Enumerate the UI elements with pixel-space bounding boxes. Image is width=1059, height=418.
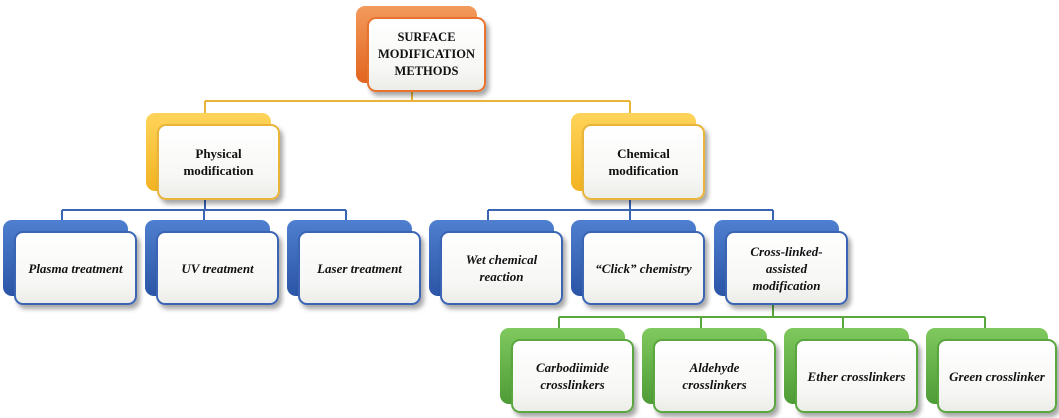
ether-crosslinkers-node: Ether crosslinkers <box>784 328 918 413</box>
green-node-card: Green crosslinker <box>937 339 1057 413</box>
plasma-treatment-node: Plasma treatment <box>3 220 137 305</box>
chemical-node-card: Chemical modification <box>582 124 705 200</box>
chemical-modification-node: Chemical modification <box>571 113 705 200</box>
green-node-label: Green crosslinker <box>949 368 1045 384</box>
uv-node-label: UV treatment <box>181 260 254 276</box>
carbodiimide-node-label: Carbodiimide crosslinkers <box>536 360 609 392</box>
plasma-node-label: Plasma treatment <box>28 260 123 276</box>
carbodiimide-node-card: Carbodiimide crosslinkers <box>511 339 634 413</box>
laser-node-label: Laser treatment <box>317 260 402 276</box>
carbodiimide-crosslinkers-node: Carbodiimide crosslinkers <box>500 328 634 413</box>
chemical-node-label: Chemical modification <box>608 146 679 178</box>
root-node-label: SURFACE MODIFICATION METHODS <box>378 30 475 78</box>
aldehyde-node-card: Aldehyde crosslinkers <box>653 339 776 413</box>
plasma-node-card: Plasma treatment <box>14 231 137 305</box>
root-node-card: SURFACE MODIFICATION METHODS <box>367 17 486 92</box>
uv-node-card: UV treatment <box>156 231 279 305</box>
green-crosslinker-node: Green crosslinker <box>926 328 1057 413</box>
click-node-label: “Click” chemistry <box>595 260 692 276</box>
physical-node-label: Physical modification <box>183 146 254 178</box>
physical-modification-node: Physical modification <box>146 113 280 200</box>
laser-treatment-node: Laser treatment <box>287 220 421 305</box>
wet-chemical-reaction-node: Wet chemical reaction <box>429 220 563 305</box>
click-chemistry-node: “Click” chemistry <box>571 220 705 305</box>
wet-node-card: Wet chemical reaction <box>440 231 563 305</box>
physical-node-card: Physical modification <box>157 124 280 200</box>
root-node: SURFACE MODIFICATION METHODS <box>356 6 486 92</box>
crosslinked-node-card: Cross-linked- assisted modification <box>725 231 848 305</box>
uv-treatment-node: UV treatment <box>145 220 279 305</box>
wet-node-label: Wet chemical reaction <box>465 252 538 284</box>
ether-node-label: Ether crosslinkers <box>807 368 906 384</box>
aldehyde-node-label: Aldehyde crosslinkers <box>682 360 747 392</box>
click-node-card: “Click” chemistry <box>582 231 705 305</box>
crosslinked-node-label: Cross-linked- assisted modification <box>750 243 823 293</box>
aldehyde-crosslinkers-node: Aldehyde crosslinkers <box>642 328 776 413</box>
cross-linked-modification-node: Cross-linked- assisted modification <box>714 220 848 305</box>
laser-node-card: Laser treatment <box>298 231 421 305</box>
ether-node-card: Ether crosslinkers <box>795 339 918 413</box>
